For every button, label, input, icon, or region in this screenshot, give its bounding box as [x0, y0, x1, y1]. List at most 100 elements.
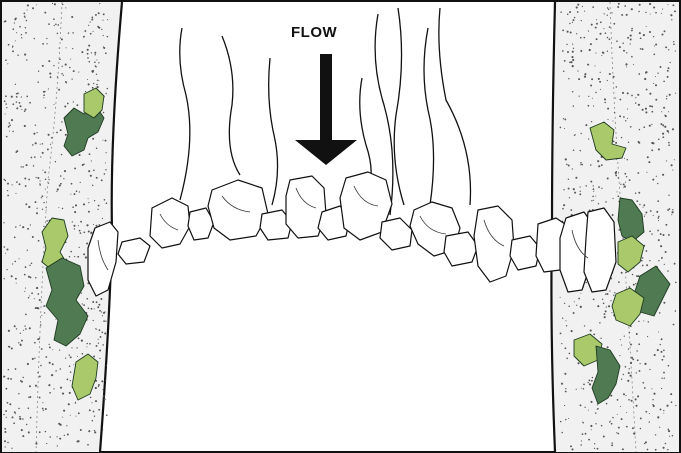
bank-speck — [21, 37, 22, 38]
bank-speck — [667, 449, 668, 450]
bank-speck — [31, 157, 33, 159]
bank-speck — [560, 421, 561, 422]
bank-speck — [608, 9, 609, 10]
bank-speck — [54, 3, 56, 5]
bank-speck — [622, 238, 623, 239]
bank-speck — [86, 298, 88, 300]
bank-speck — [64, 105, 66, 107]
bank-speck — [657, 183, 658, 184]
bank-speck — [656, 211, 658, 213]
bank-speck — [618, 433, 620, 435]
bank-speck — [50, 76, 52, 78]
bank-speck — [658, 139, 660, 141]
bank-speck — [612, 120, 613, 121]
bank-speck — [98, 205, 100, 207]
bank-speck — [5, 446, 6, 447]
bank-speck — [640, 48, 641, 49]
bank-speck — [93, 320, 94, 321]
bank-speck — [47, 148, 49, 150]
bank-speck — [666, 96, 667, 97]
bank-speck — [610, 300, 611, 301]
bank-speck — [598, 165, 600, 167]
bank-speck — [660, 233, 662, 235]
bank-speck — [60, 129, 62, 131]
bank-speck — [568, 179, 569, 180]
bank-speck — [93, 169, 95, 171]
bank-speck — [563, 71, 565, 73]
bank-speck — [595, 92, 596, 93]
bank-speck — [611, 423, 613, 425]
bank-speck — [644, 78, 646, 80]
bank-speck — [102, 344, 104, 346]
bank-speck — [572, 22, 573, 23]
bank-speck — [675, 405, 676, 406]
bank-speck — [100, 298, 102, 300]
bank-speck — [18, 393, 19, 394]
bank-speck — [590, 425, 592, 427]
bank-speck — [583, 388, 585, 390]
bank-speck — [39, 299, 41, 301]
bank-speck — [588, 96, 589, 97]
bank-speck — [620, 99, 622, 101]
bank-speck — [94, 430, 95, 431]
bank-speck — [81, 292, 82, 293]
bank-speck — [29, 385, 31, 387]
bank-speck — [601, 188, 602, 189]
bank-speck — [615, 98, 616, 99]
bank-speck — [30, 276, 31, 277]
bank-speck — [71, 347, 72, 348]
bank-speck — [25, 266, 27, 268]
bank-speck — [53, 18, 55, 20]
bank-speck — [654, 354, 656, 356]
bank-speck — [25, 32, 27, 34]
bank-speck — [638, 343, 640, 345]
bank-speck — [661, 338, 663, 340]
bank-speck — [615, 171, 617, 173]
bank-speck — [644, 216, 645, 217]
bank-speck — [645, 411, 647, 413]
bank-speck — [607, 7, 608, 8]
bank-speck — [653, 83, 654, 84]
bank-speck — [646, 264, 648, 266]
bank-speck — [568, 188, 570, 190]
bank-speck — [571, 330, 573, 332]
bank-speck — [582, 6, 583, 7]
bank-speck — [655, 434, 656, 435]
bank-speck — [649, 3, 651, 5]
bank-speck — [675, 93, 676, 94]
bank-speck — [58, 89, 60, 91]
bank-speck — [631, 30, 633, 32]
bank-speck — [5, 113, 6, 114]
bank-speck — [571, 56, 573, 58]
bank-speck — [81, 340, 83, 342]
bank-speck — [608, 305, 610, 307]
bank-speck — [106, 414, 108, 416]
bank-speck — [627, 159, 628, 160]
bank-speck — [653, 6, 655, 8]
bank-speck — [668, 195, 669, 196]
bank-speck — [55, 370, 57, 372]
bank-speck — [106, 152, 107, 153]
bank-speck — [57, 33, 59, 35]
bank-speck — [98, 339, 99, 340]
bank-speck — [7, 63, 8, 64]
bank-speck — [630, 35, 632, 37]
bank-speck — [660, 245, 662, 247]
bank-speck — [675, 50, 676, 51]
bank-speck — [649, 421, 650, 422]
bank-speck — [595, 53, 596, 54]
bank-speck — [24, 54, 26, 56]
bank-speck — [17, 55, 18, 56]
bank-speck — [674, 10, 676, 12]
bank-speck — [42, 43, 44, 45]
bank-speck — [630, 39, 632, 41]
bank-speck — [592, 196, 594, 198]
bank-speck — [94, 200, 95, 201]
bank-speck — [672, 128, 674, 130]
bank-speck — [560, 11, 562, 13]
bank-speck — [106, 202, 108, 204]
bank-speck — [14, 261, 16, 263]
bank-speck — [82, 303, 83, 304]
bank-speck — [38, 240, 40, 242]
bank-speck — [6, 269, 7, 270]
